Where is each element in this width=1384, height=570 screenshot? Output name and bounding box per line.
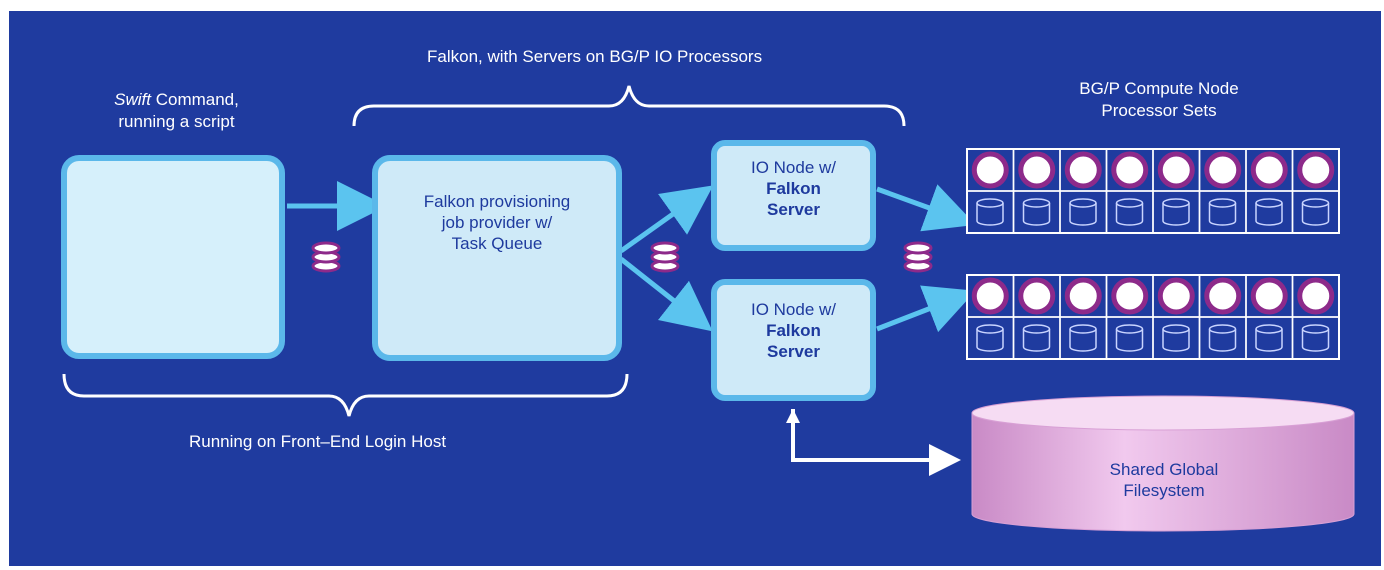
arrow-io2-to-filesystem [791,409,961,476]
io-node-2-line-1: IO Node w/ [750,300,837,319]
arrow-filesystem-to-io2-head [786,409,800,423]
filesystem-line-2: Filesystem [1123,481,1205,500]
io-node-box-2 [711,279,876,401]
diagram-canvas: Falkon provisioning job provider w/ Task… [9,11,1381,566]
swift-command-label: Swift Command, running a script [49,89,304,133]
storage-icon [1301,203,1330,226]
processor-icon [1297,151,1335,189]
filesystem-line-1: Shared Global [1109,460,1219,479]
storage-icon-top [1069,324,1097,334]
top-brace [352,85,906,127]
filesystem-text: Shared Global Filesystem [1064,459,1264,501]
storage-icon [1162,329,1190,352]
storage-icon-top [1022,198,1051,208]
arrow-io1-to-compute1 [876,184,976,232]
swift-line-2: running a script [118,112,235,131]
io-node-1-line-1: IO Node w/ [750,158,837,177]
processor-icon [971,277,1009,315]
falkon-line-2: job provider w/ [441,213,553,232]
storage-icon [1022,329,1051,352]
processor-icon [1018,151,1056,189]
io-node-2-line-2: Falkon [766,321,821,340]
processor-icon [1111,277,1149,315]
processor-icon [1204,277,1242,315]
storage-icon [1115,329,1144,352]
io-node-1-line-2: Falkon [766,179,821,198]
processor-icon [1111,151,1149,189]
storage-icon-top [1115,324,1144,334]
storage-icon-top [1301,198,1330,208]
io-node-2-text: IO Node w/ Falkon Server [711,299,876,362]
bgp-line-2: Processor Sets [1101,101,1217,120]
storage-icon-top [1022,324,1051,334]
falkon-line-1: Falkon provisioning [423,192,571,211]
compute-node-set-1 [966,148,1340,234]
falkon-provisioning-box [372,155,622,361]
swift-rest: Command, [150,90,239,109]
bottom-brace [62,373,629,417]
storage-icon [1069,203,1097,226]
storage-icon-top [1255,198,1283,208]
data-stack-icon-1 [311,241,341,273]
storage-icon-top [1162,198,1190,208]
swift-command-box [61,155,285,359]
bottom-brace-label: Running on Front–End Login Host [189,432,447,451]
storage-icon-top [1115,198,1144,208]
storage-icon [1255,329,1283,352]
data-stack-icon-3 [903,241,933,273]
storage-icon-top [1162,324,1190,334]
processor-icon [1250,151,1288,189]
processor-icon [1250,277,1288,315]
processor-icon [1157,151,1195,189]
storage-icon [1208,329,1237,352]
storage-icon [1301,329,1330,352]
bgp-line-1: BG/P Compute Node [1079,79,1239,98]
storage-icon [1255,203,1283,226]
storage-icon-top [976,324,1004,334]
processor-icon [1204,151,1242,189]
compute-node-set-2 [966,274,1340,360]
storage-icon-top [1301,324,1330,334]
storage-icon-top [976,198,1004,208]
arrow-io2-to-compute2 [876,285,976,333]
processor-icon [1297,277,1335,315]
filesystem-cylinder [971,395,1355,532]
storage-icon-top [1255,324,1283,334]
storage-icon [976,203,1004,226]
processor-icon [1064,151,1102,189]
storage-cell [1291,190,1340,234]
arrow-falkon-to-io1 [619,185,714,254]
storage-icon-top [1069,198,1097,208]
io-node-1-line-3: Server [767,200,820,219]
storage-icon [1162,203,1190,226]
storage-icon-top [1208,198,1237,208]
io-node-box-1 [711,140,876,251]
storage-icon [1115,203,1144,226]
falkon-line-3: Task Queue [451,234,543,253]
data-stack-icon-2 [650,241,680,273]
storage-icon [1208,203,1237,226]
bgp-compute-label: BG/P Compute Node Processor Sets [1049,78,1269,122]
storage-icon [1069,329,1097,352]
processor-icon [1018,277,1056,315]
storage-icon-top [1208,324,1237,334]
falkon-box-text: Falkon provisioning job provider w/ Task… [372,191,622,254]
swift-italic: Swift [114,90,151,109]
processor-icon [1064,277,1102,315]
top-brace-label: Falkon, with Servers on BG/P IO Processo… [427,47,763,66]
processor-icon [1157,277,1195,315]
io-node-1-text: IO Node w/ Falkon Server [711,157,876,220]
io-node-2-line-3: Server [767,342,820,361]
storage-cell [1291,316,1340,360]
storage-icon [1022,203,1051,226]
storage-icon [976,329,1004,352]
processor-icon [971,151,1009,189]
arrow-falkon-to-io2 [619,257,713,332]
